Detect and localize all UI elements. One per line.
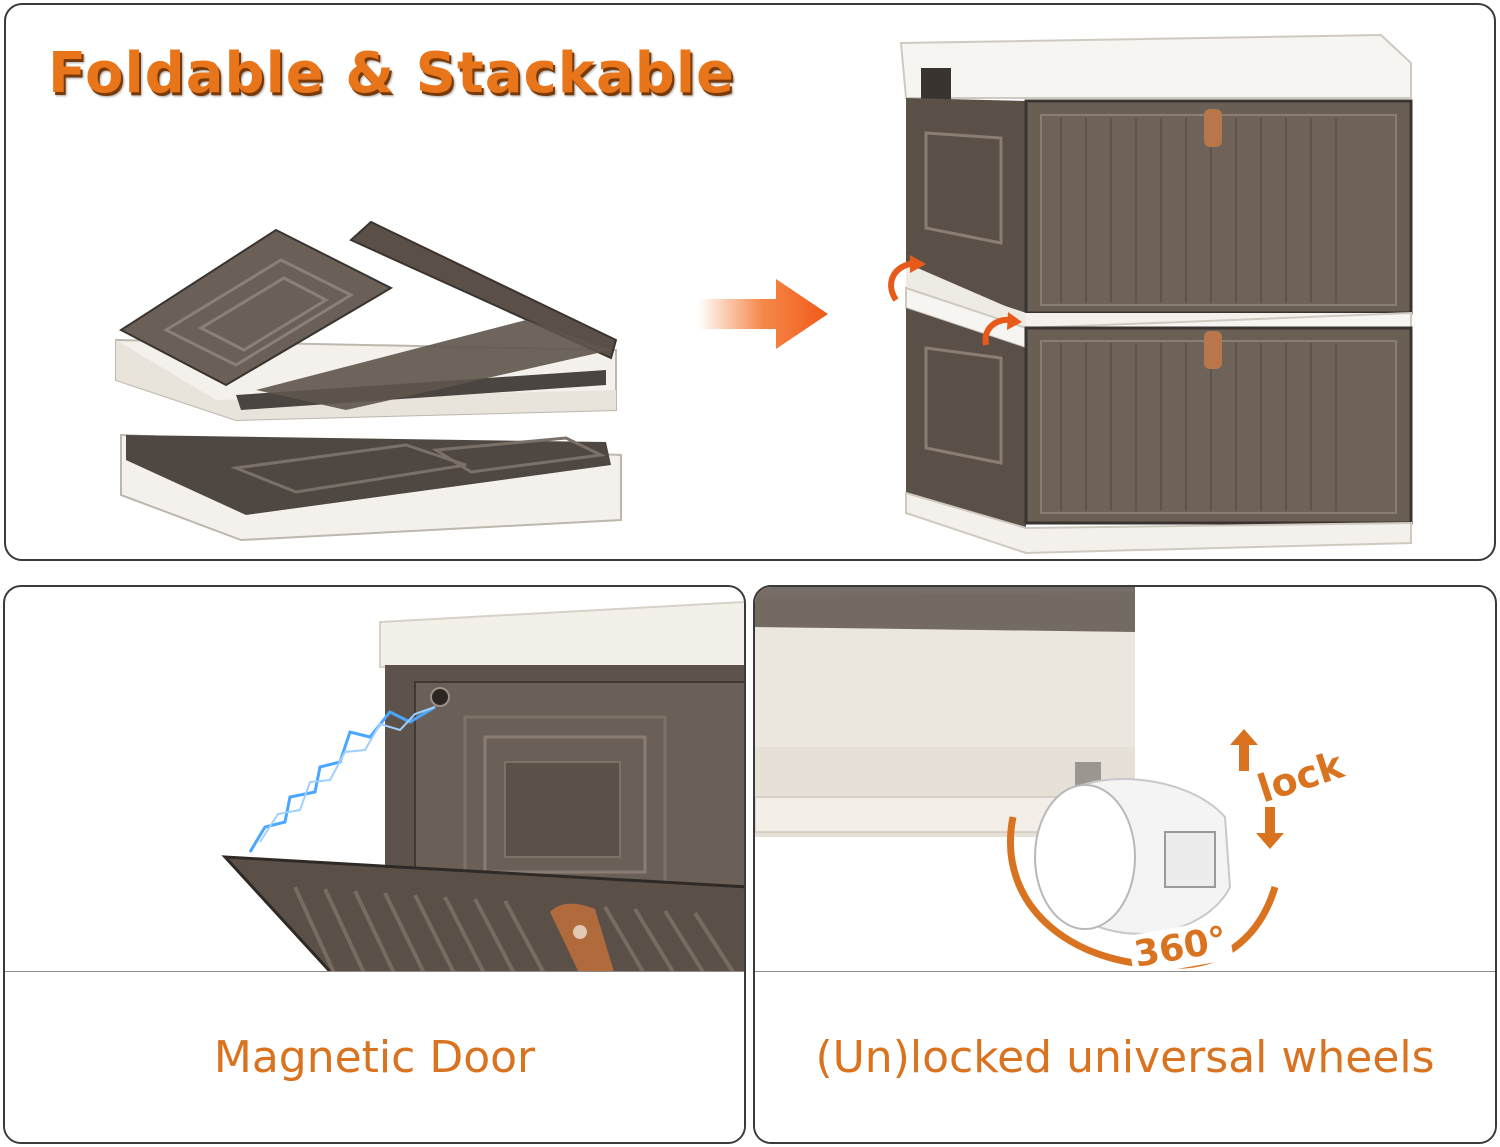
caption-bar: (Un)locked universal wheels (755, 971, 1495, 1142)
folded-boxes-image (115, 220, 622, 542)
wheel-image (755, 587, 1279, 970)
up-arrow-icon (1230, 729, 1258, 771)
rotate-arrow-icon (888, 255, 926, 302)
magnetic-door-image (221, 601, 744, 977)
panel-title: Foldable & Stackable (48, 41, 735, 106)
panel-caption: (Un)locked universal wheels (815, 1031, 1435, 1083)
magnetic-door-panel: Magnetic Door (3, 585, 746, 1144)
lightning-icon (248, 705, 436, 853)
universal-wheels-panel: lock 360° (Un)locked universal wheels (753, 585, 1497, 1144)
panel-caption: Magnetic Door (213, 1031, 536, 1083)
stacked-boxes-image (899, 33, 1413, 555)
caption-bar: Magnetic Door (5, 971, 744, 1142)
rotate-arrow-icon (982, 312, 1022, 346)
down-arrow-icon (1256, 807, 1284, 849)
foldable-stackable-panel: Foldable & Stackable (4, 3, 1496, 561)
arrow-right-icon (698, 279, 828, 349)
